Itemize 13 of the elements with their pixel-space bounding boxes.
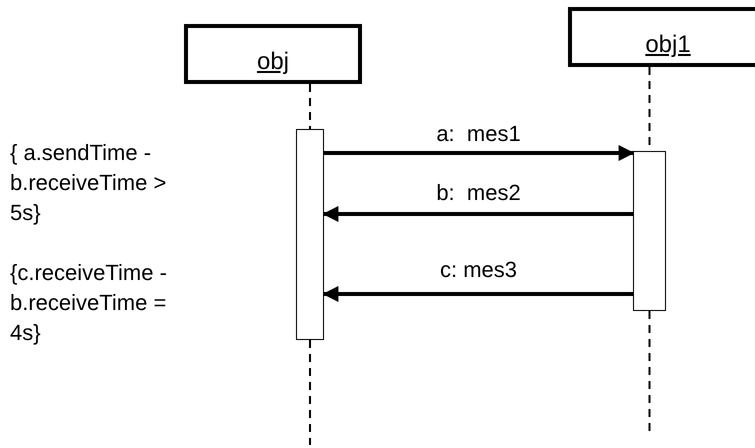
object-box [568,7,755,67]
constraint-note: { a.sendTime - b.receiveTime > 5s} [10,139,168,227]
object-name: obj1 [645,33,691,60]
activation-bar [633,151,666,311]
lifeline [309,340,311,445]
message-arrow [322,206,633,222]
message-arrow [324,145,635,161]
activation-bar [296,129,324,340]
lifeline [309,84,311,129]
object-name: obj [256,50,290,77]
constraint-note: {c.receiveTime - b.receiveTime = 4s} [10,259,168,347]
message-arrow [322,286,633,302]
object-box [184,24,362,84]
